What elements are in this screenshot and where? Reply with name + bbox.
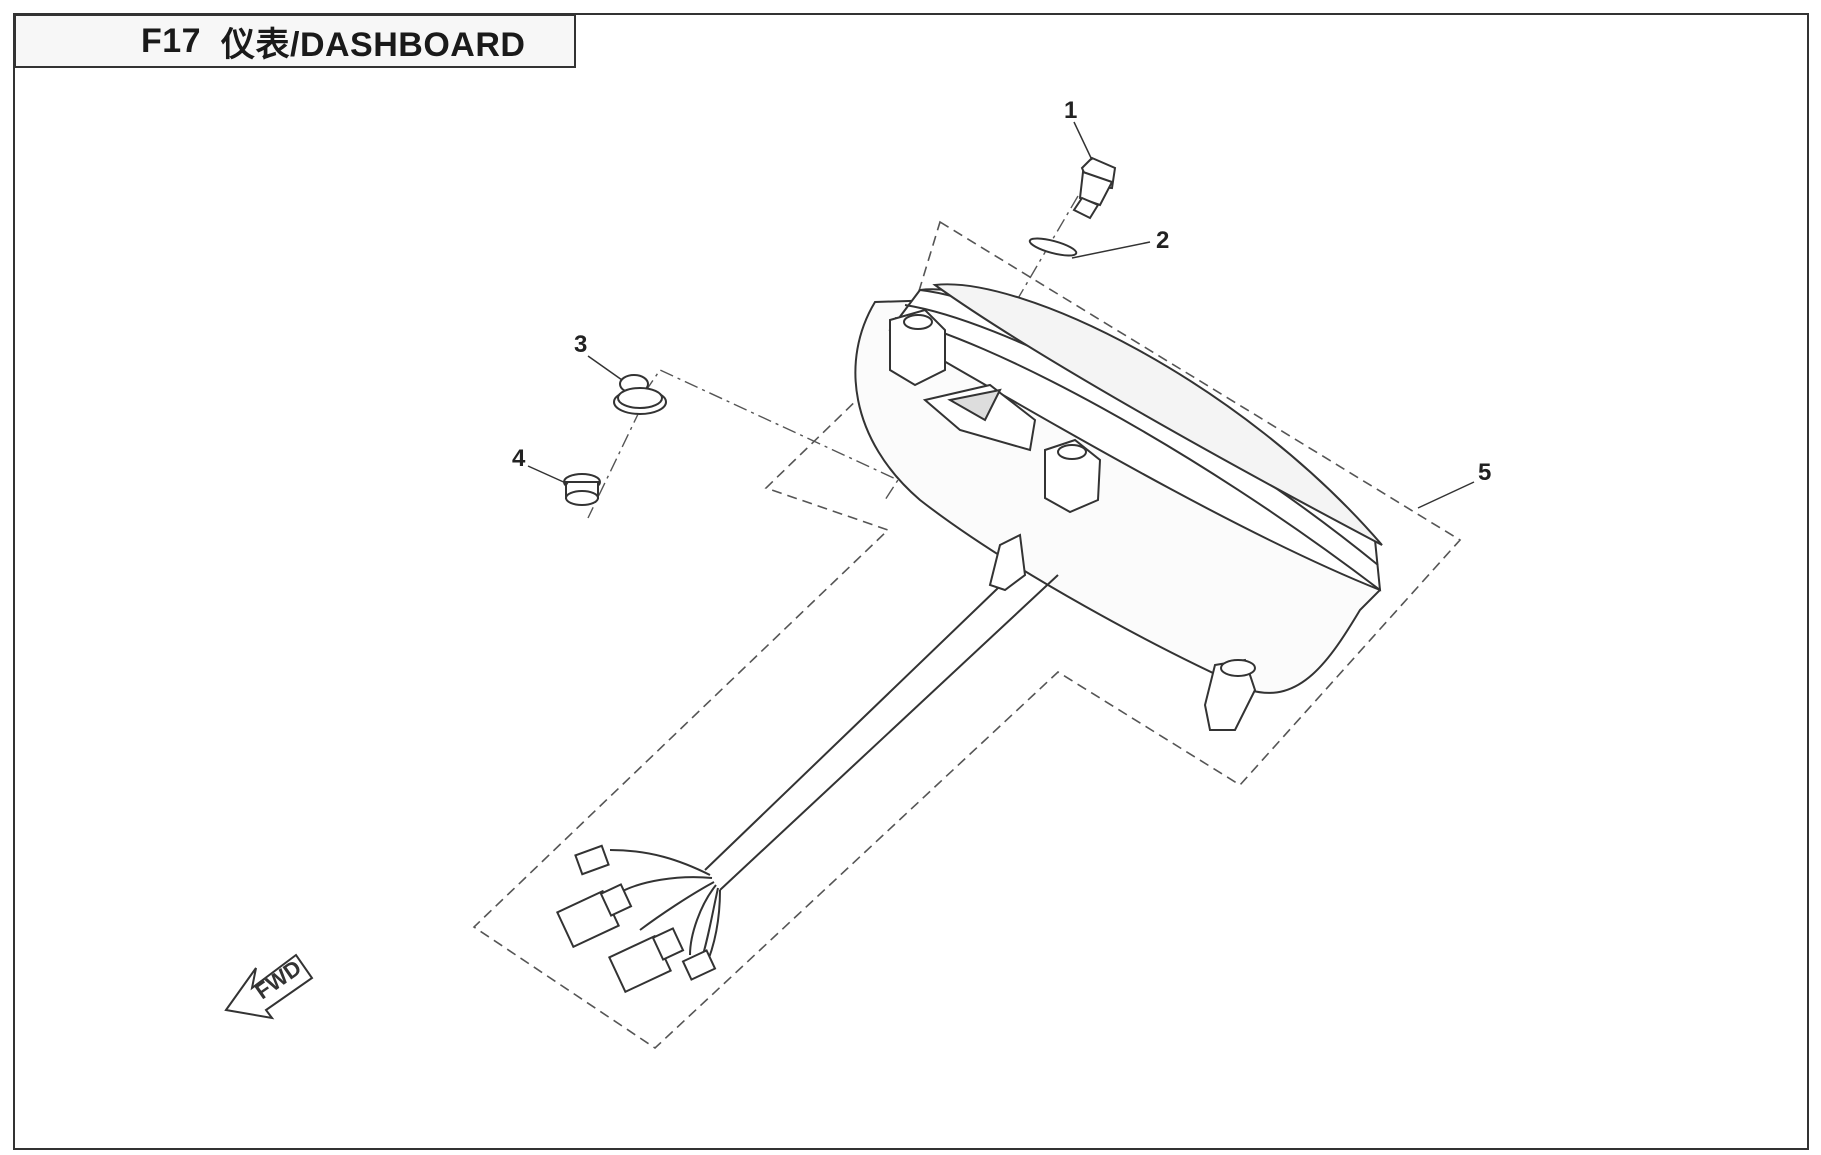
figure-title: 仪表/DASHBOARD (221, 25, 526, 64)
figure-code: F17 (141, 21, 202, 60)
wiring-harness (609, 574, 1059, 969)
title-block: F17 仪表/DASHBOARD (14, 14, 576, 68)
drawing-frame (13, 13, 1809, 1150)
washer-part (1028, 237, 1078, 257)
fwd-direction-arrow: FWD (224, 953, 314, 1020)
callout-leaders (527, 121, 1475, 509)
grommet-part (613, 374, 667, 415)
dashboard-gauge (854, 283, 1383, 731)
bolt-part (1072, 156, 1117, 220)
harness-connector-small-2 (681, 949, 717, 981)
harness-connector-large-2 (607, 927, 685, 994)
callout-4: 4 (512, 445, 526, 472)
harness-connector-small-1 (574, 844, 610, 876)
assembly-boundary-dashed (472, 220, 1462, 1050)
axis-line-3-4 (587, 409, 641, 519)
callout-1: 1 (1064, 97, 1077, 124)
bushing-part (563, 473, 601, 506)
harness-connector-large-1 (555, 883, 633, 949)
callout-5: 5 (1478, 459, 1491, 486)
callout-3: 3 (574, 331, 587, 358)
mounting-leader-dashdot (644, 369, 900, 501)
callout-2: 2 (1156, 227, 1169, 254)
